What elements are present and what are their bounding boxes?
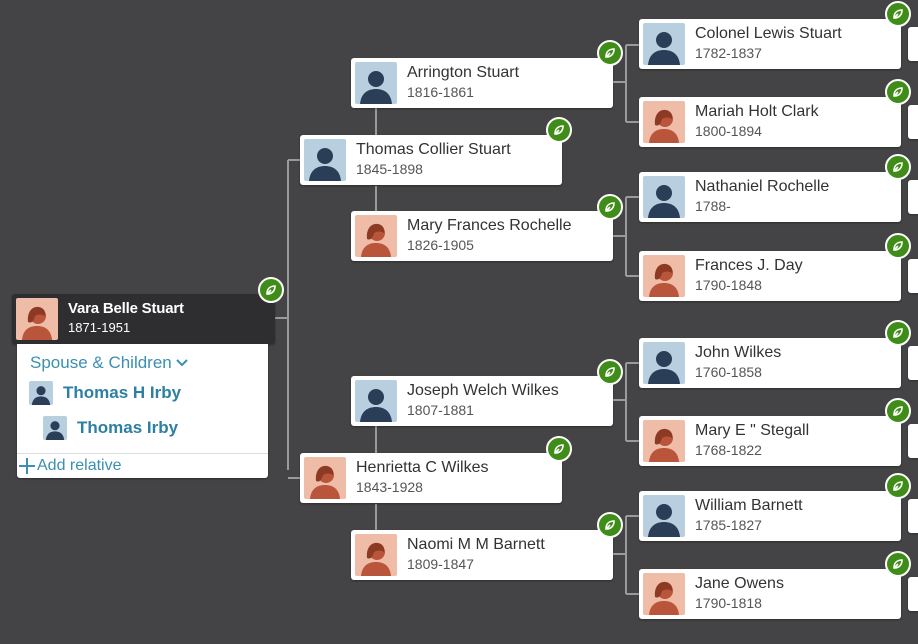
person-card-grandparent[interactable]: Naomi M M Barnett 1809-1847 <box>351 530 613 580</box>
person-dates: 1807-1881 <box>407 402 474 418</box>
male-silhouette-icon <box>355 380 397 422</box>
person-name: Naomi M M Barnett <box>407 536 545 553</box>
hint-leaf-icon[interactable] <box>885 79 911 105</box>
next-generation-stub[interactable] <box>908 105 918 139</box>
person-dates: 1785-1827 <box>695 517 762 533</box>
person-card-great-grandparent[interactable]: Mariah Holt Clark 1800-1894 <box>639 97 901 147</box>
person-card-grandparent[interactable]: Joseph Welch Wilkes 1807-1881 <box>351 376 613 426</box>
person-dates: 1816-1861 <box>407 84 474 100</box>
next-generation-stub[interactable] <box>908 577 918 611</box>
hint-leaf-icon[interactable] <box>885 473 911 499</box>
person-dates: 1826-1905 <box>407 237 474 253</box>
hint-leaf-icon[interactable] <box>597 40 623 66</box>
hint-leaf-icon[interactable] <box>546 117 572 143</box>
person-name: John Wilkes <box>695 344 782 361</box>
person-name: Joseph Welch Wilkes <box>407 382 559 399</box>
hint-leaf-icon[interactable] <box>546 436 572 462</box>
female-silhouette-icon <box>304 457 346 499</box>
person-dates: 1768-1822 <box>695 442 762 458</box>
add-relative-label: Add relative <box>37 457 122 474</box>
person-dates: 1843-1928 <box>356 479 423 495</box>
person-name: Mary Frances Rochelle <box>407 217 572 234</box>
person-dates: 1809-1847 <box>407 556 474 572</box>
female-silhouette-icon <box>355 215 397 257</box>
hint-leaf-icon[interactable] <box>258 277 284 303</box>
male-silhouette-icon <box>643 23 685 65</box>
next-generation-stub[interactable] <box>908 259 918 293</box>
person-name: William Barnett <box>695 497 803 514</box>
person-card-father[interactable]: Thomas Collier Stuart 1845-1898 <box>300 135 562 185</box>
focus-person-card[interactable]: Vara Belle Stuart 1871-1951 <box>12 294 275 344</box>
next-generation-stub[interactable] <box>908 499 918 533</box>
next-generation-stub[interactable] <box>908 27 918 61</box>
add-relative-button[interactable]: Add relative <box>17 456 122 476</box>
person-name: Vara Belle Stuart <box>68 300 184 317</box>
person-card-grandparent[interactable]: Mary Frances Rochelle 1826-1905 <box>351 211 613 261</box>
spouse-children-panel: Spouse & Children Thomas H Irby Thomas I… <box>17 344 268 478</box>
divider <box>17 453 268 454</box>
spouse-item[interactable]: Thomas Irby <box>43 416 178 440</box>
hint-leaf-icon[interactable] <box>597 512 623 538</box>
hint-leaf-icon[interactable] <box>597 359 623 385</box>
hint-leaf-icon[interactable] <box>885 320 911 346</box>
person-card-great-grandparent[interactable]: William Barnett 1785-1827 <box>639 491 901 541</box>
next-generation-stub[interactable] <box>908 346 918 380</box>
next-generation-stub[interactable] <box>908 424 918 458</box>
person-dates: 1760-1858 <box>695 364 762 380</box>
male-silhouette-icon <box>304 139 346 181</box>
person-card-grandparent[interactable]: Arrington Stuart 1816-1861 <box>351 58 613 108</box>
person-card-great-grandparent[interactable]: Nathaniel Rochelle 1788- <box>639 172 901 222</box>
person-card-great-grandparent[interactable]: Colonel Lewis Stuart 1782-1837 <box>639 19 901 69</box>
person-name: Frances J. Day <box>695 257 803 274</box>
person-card-great-grandparent[interactable]: Frances J. Day 1790-1848 <box>639 251 901 301</box>
person-name: Jane Owens <box>695 575 784 592</box>
person-card-great-grandparent[interactable]: John Wilkes 1760-1858 <box>639 338 901 388</box>
hint-leaf-icon[interactable] <box>885 1 911 27</box>
person-dates: 1790-1818 <box>695 595 762 611</box>
male-silhouette-icon <box>643 176 685 218</box>
female-silhouette-icon <box>643 255 685 297</box>
plus-icon <box>19 458 35 474</box>
person-dates: 1788- <box>695 198 731 214</box>
person-name: Colonel Lewis Stuart <box>695 25 842 42</box>
male-silhouette-icon <box>643 495 685 537</box>
male-silhouette-icon <box>29 381 53 405</box>
female-silhouette-icon <box>643 420 685 462</box>
person-name: Thomas Collier Stuart <box>356 141 511 158</box>
person-name: Arrington Stuart <box>407 64 520 81</box>
person-name: Mariah Holt Clark <box>695 103 819 120</box>
person-name: Henrietta C Wilkes <box>356 459 489 476</box>
male-silhouette-icon <box>643 342 685 384</box>
next-generation-stub[interactable] <box>908 180 918 214</box>
person-dates: 1790-1848 <box>695 277 762 293</box>
person-name: Nathaniel Rochelle <box>695 178 830 195</box>
person-dates: 1871-1951 <box>68 320 131 335</box>
spouse-children-toggle[interactable]: Spouse & Children <box>30 353 189 373</box>
spouse-children-label: Spouse & Children <box>30 353 172 372</box>
hint-leaf-icon[interactable] <box>885 233 911 259</box>
hint-leaf-icon[interactable] <box>885 398 911 424</box>
female-silhouette-icon <box>643 573 685 615</box>
hint-leaf-icon[interactable] <box>885 551 911 577</box>
person-card-great-grandparent[interactable]: Jane Owens 1790-1818 <box>639 569 901 619</box>
person-dates: 1782-1837 <box>695 45 762 61</box>
chevron-down-icon <box>176 359 188 367</box>
person-name: Mary E " Stegall <box>695 422 810 439</box>
male-silhouette-icon <box>43 416 67 440</box>
female-silhouette-icon <box>643 101 685 143</box>
hint-leaf-icon[interactable] <box>885 154 911 180</box>
person-dates: 1845-1898 <box>356 161 423 177</box>
spouse-item[interactable]: Thomas H Irby <box>29 381 181 405</box>
spouse-name: Thomas Irby <box>77 418 179 437</box>
person-card-great-grandparent[interactable]: Mary E " Stegall 1768-1822 <box>639 416 901 466</box>
spouse-name: Thomas H Irby <box>63 383 182 402</box>
female-silhouette-icon <box>355 534 397 576</box>
person-dates: 1800-1894 <box>695 123 762 139</box>
male-silhouette-icon <box>355 62 397 104</box>
person-card-mother[interactable]: Henrietta C Wilkes 1843-1928 <box>300 453 562 503</box>
hint-leaf-icon[interactable] <box>597 194 623 220</box>
female-silhouette-icon <box>16 298 58 340</box>
